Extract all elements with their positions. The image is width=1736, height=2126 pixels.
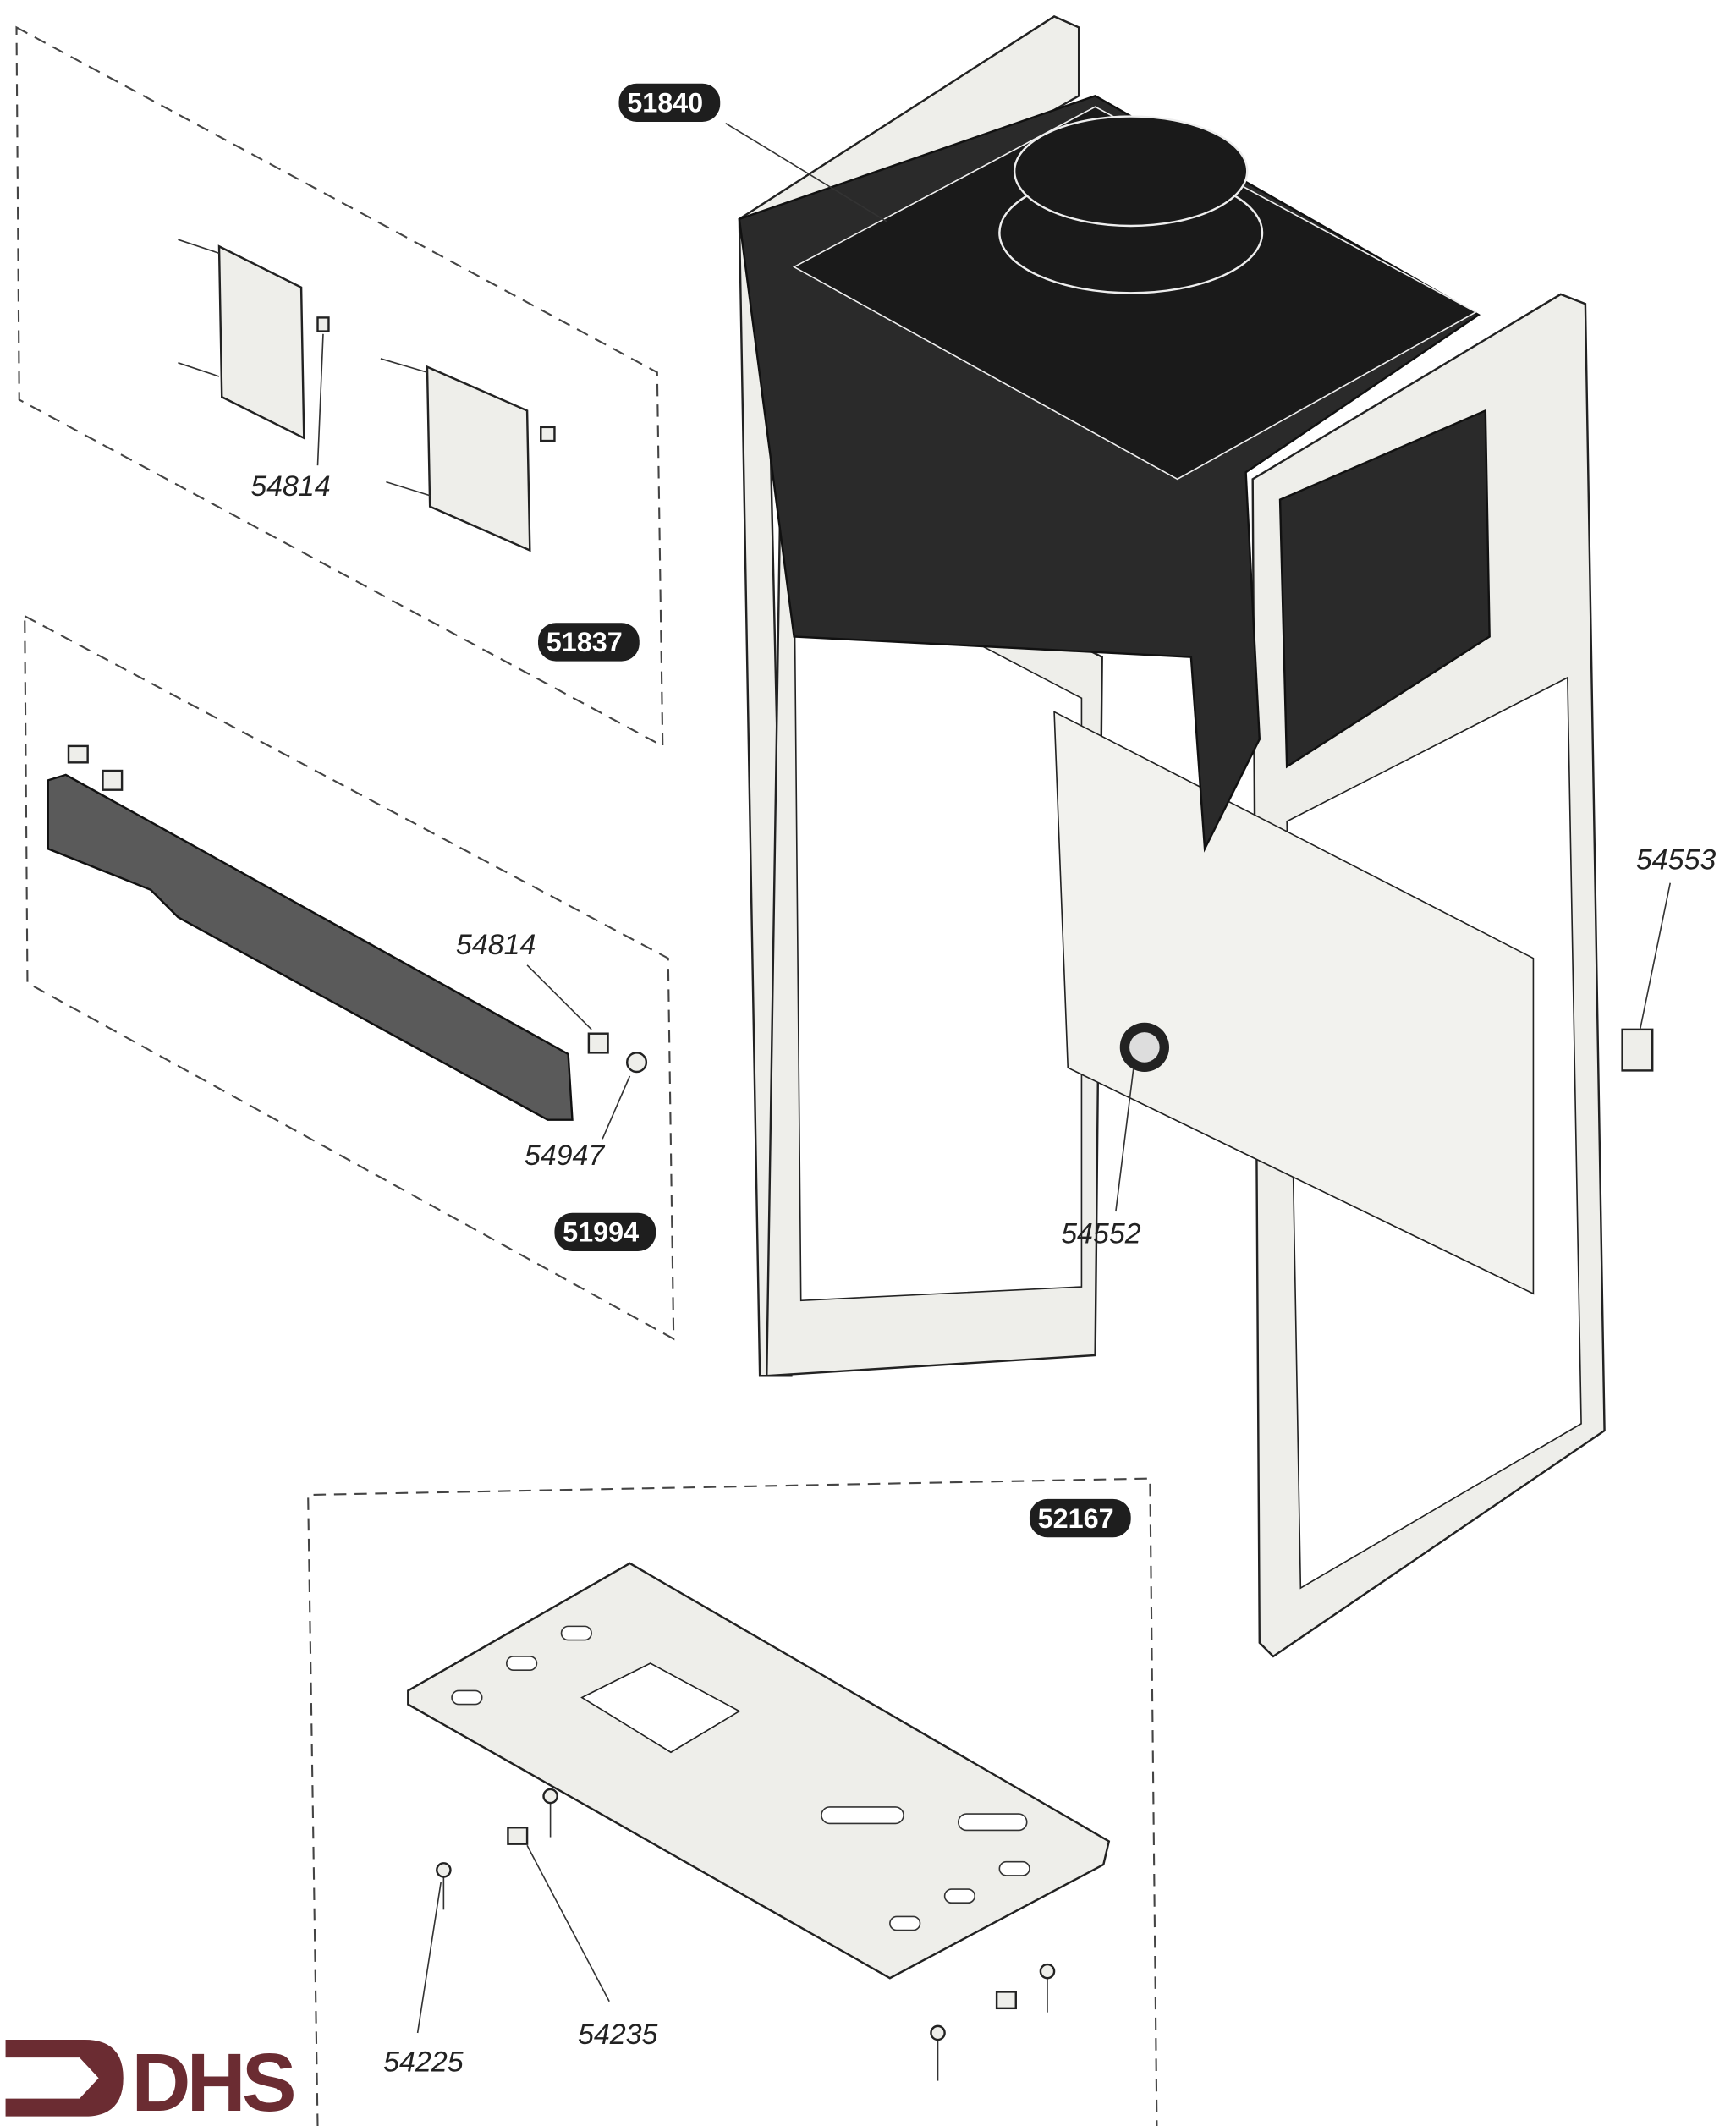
badge-51994[interactable]: 51994 bbox=[554, 1212, 656, 1251]
frame-assembly-part bbox=[738, 15, 1654, 1658]
leader-54814b bbox=[526, 964, 592, 1030]
badge-51840[interactable]: 51840 bbox=[618, 83, 721, 123]
trim-panel-part bbox=[47, 773, 574, 1121]
group-outline-52167 bbox=[307, 1477, 1158, 2126]
group-outline-51837 bbox=[15, 25, 664, 748]
screw-part bbox=[67, 744, 89, 764]
part-label-54225: 54225 bbox=[383, 2046, 464, 2078]
bracket-part-left bbox=[178, 239, 330, 440]
part-label-54235: 54235 bbox=[578, 2019, 658, 2051]
leader-54235 bbox=[526, 1844, 610, 2002]
nut-part bbox=[102, 769, 124, 791]
leader-51840 bbox=[725, 122, 888, 222]
svg-text:52167: 52167 bbox=[1038, 1503, 1114, 1534]
leader-54947 bbox=[602, 1075, 631, 1140]
leader-54553 bbox=[1639, 882, 1672, 1030]
badge-52167[interactable]: 52167 bbox=[1029, 1498, 1131, 1538]
dhs-logo: DHS bbox=[5, 2036, 298, 2126]
logo-text: DHS bbox=[131, 2036, 294, 2126]
part-label-54814: 54814 bbox=[456, 929, 536, 961]
fasteners bbox=[436, 1788, 1056, 2081]
bracket-part-right bbox=[380, 358, 556, 552]
nut-part bbox=[587, 1032, 609, 1054]
leader-54225 bbox=[416, 1882, 442, 2034]
svg-text:51994: 51994 bbox=[563, 1217, 639, 1248]
part-label-54552: 54552 bbox=[1061, 1217, 1141, 1250]
leader-54552 bbox=[1115, 1068, 1134, 1212]
svg-text:51837: 51837 bbox=[547, 627, 623, 657]
part-label-54947: 54947 bbox=[525, 1140, 606, 1172]
part-label-54814: 54814 bbox=[250, 470, 330, 503]
badge-51837[interactable]: 51837 bbox=[538, 623, 640, 662]
leader-54814a bbox=[316, 333, 324, 466]
logo-arrow-icon bbox=[5, 2040, 124, 2117]
group-outline-51994 bbox=[24, 614, 675, 1341]
base-plate-part bbox=[407, 1562, 1111, 1980]
part-label-54553: 54553 bbox=[1636, 844, 1717, 876]
screw-part bbox=[625, 1052, 648, 1074]
svg-text:51840: 51840 bbox=[627, 88, 703, 118]
